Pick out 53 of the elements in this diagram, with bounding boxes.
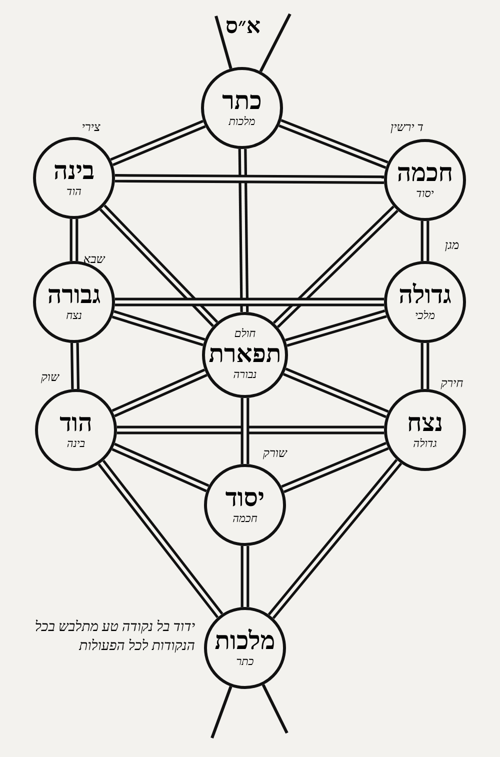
vowel-label: שבא (82, 252, 106, 266)
sefirah-name: יסוד (225, 484, 265, 512)
channel-line (70, 219, 78, 261)
channel-line (70, 342, 80, 390)
vowel-label: שוק (40, 370, 60, 384)
channel-line (112, 368, 208, 418)
channel-line (281, 442, 389, 494)
sefirah-note: גדולה (413, 438, 437, 450)
sefirah-note: הוד (66, 186, 82, 198)
channel-line (283, 368, 389, 418)
root-line (214, 16, 232, 69)
vowel-label: שורק (262, 446, 288, 460)
channel-line (240, 546, 250, 607)
channel-line (268, 458, 402, 620)
ein-sof-label: א״ס (224, 14, 262, 38)
channel-line (278, 119, 388, 169)
sefirah-note: יסוד (416, 188, 434, 200)
sefirah-note: חולם (234, 328, 256, 341)
channel-line (112, 442, 210, 492)
sefirah-name: הוד (60, 410, 92, 438)
channel-line (98, 460, 224, 618)
sefirah-name: נצח (406, 410, 444, 438)
channel-line (238, 148, 249, 312)
sefirah-note: נבורה (233, 369, 257, 382)
handwritten-note: ידוד בל נקודה טע מתלבש בכל הנקודות לכל הפעולות (34, 618, 195, 656)
sefirah-name: גדולה (398, 282, 452, 310)
vowel-label: צירי (80, 120, 102, 134)
sefirah-note: נצח (66, 310, 82, 322)
channel-line (115, 298, 384, 306)
sefirah-note: חכמה (232, 512, 258, 526)
root-line (259, 13, 292, 72)
sefirah-note: מלכי (415, 310, 435, 322)
channel-line (99, 204, 218, 327)
channel-line (110, 120, 206, 166)
sefirah-name: תפארת (208, 341, 282, 369)
sefirah-note: מלכות (228, 116, 256, 128)
channel-line (114, 174, 384, 184)
channel-line (420, 221, 430, 261)
sefirah-name: כתר (222, 88, 262, 116)
sefirah-name: גבורה (47, 282, 101, 310)
channel-line (272, 206, 399, 328)
channel-line (117, 426, 384, 434)
vowel-label: ד ירשין (390, 120, 424, 134)
vowel-label: חירק (440, 376, 464, 390)
vowel-label: מגן (444, 238, 460, 252)
sefirah-name: מלכות (214, 628, 276, 656)
sefirah-name: חכמה (396, 160, 454, 188)
sefirah-note: כתר (236, 656, 254, 668)
sefirah-name: בינה (53, 158, 95, 186)
channel-line (240, 398, 250, 464)
sefirah-note: בינה (66, 438, 86, 450)
root-line (262, 684, 288, 734)
channel-line (420, 343, 430, 389)
